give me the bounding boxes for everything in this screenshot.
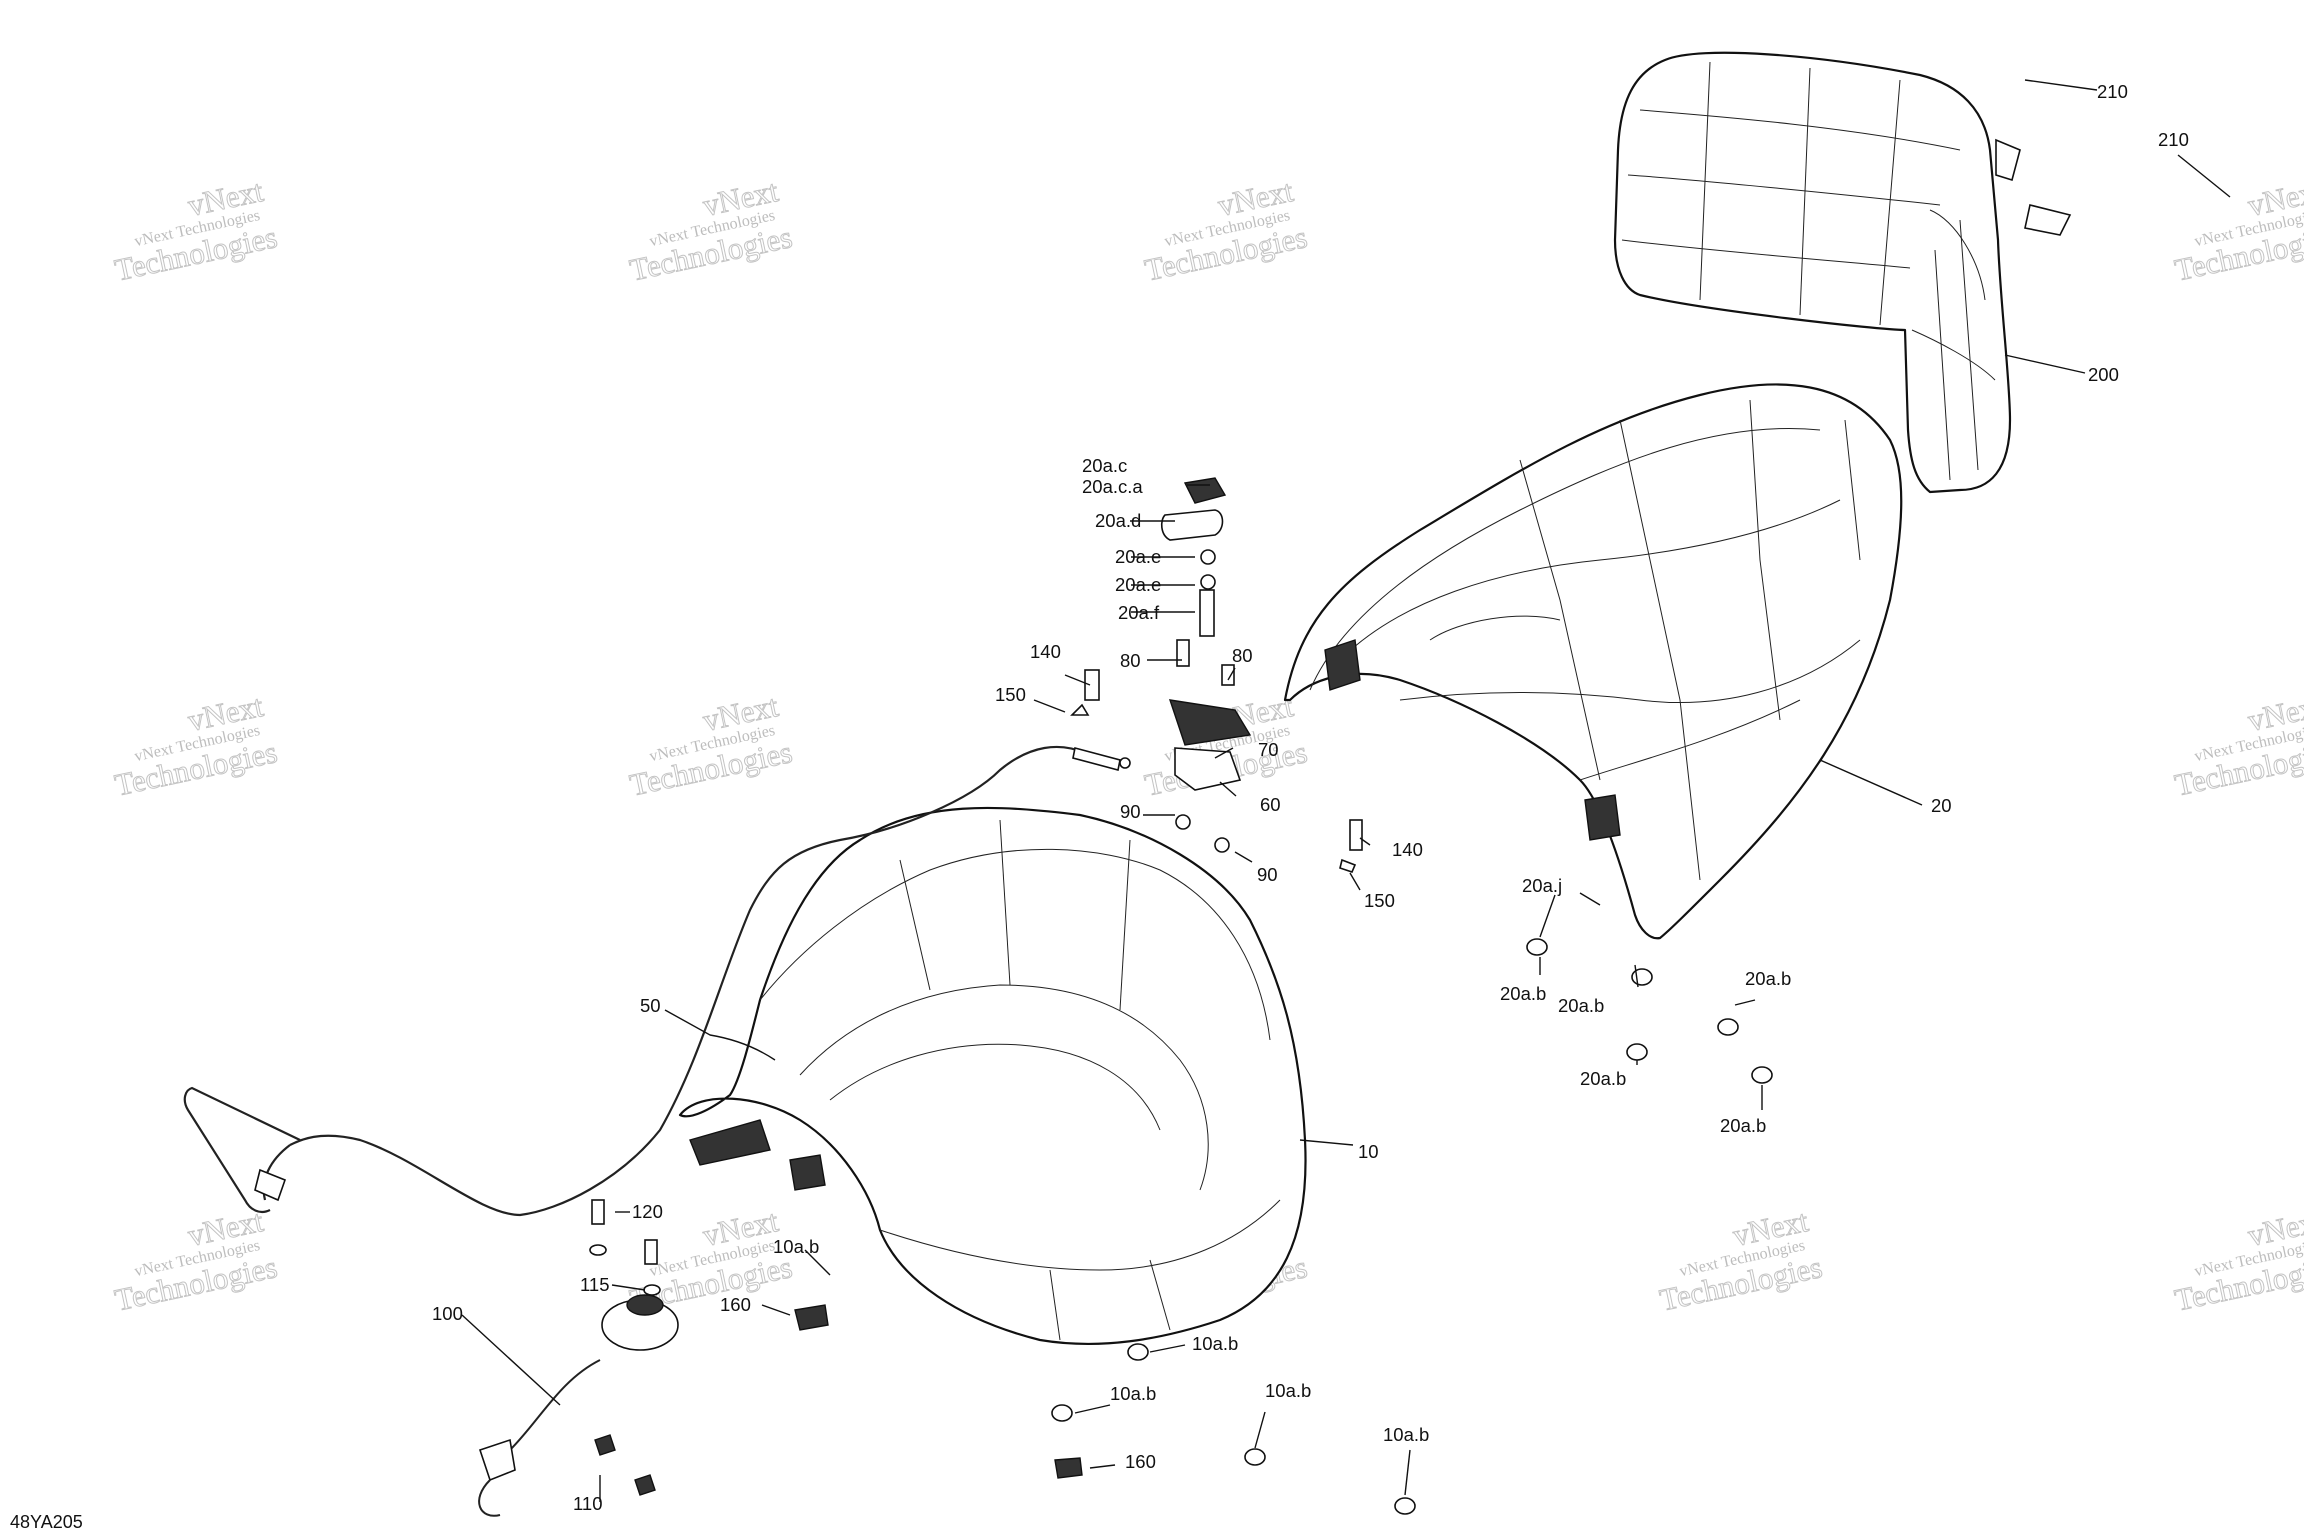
callout-100: 100 bbox=[432, 1303, 463, 1324]
callout-90-right: 90 bbox=[1257, 864, 1278, 885]
callout-90-left: 90 bbox=[1120, 801, 1141, 822]
callout-20a-e-1: 20a.e bbox=[1115, 546, 1161, 567]
callout-10a-b-5: 10a.b bbox=[1383, 1424, 1429, 1445]
callout-20a-b-1: 20a.b bbox=[1500, 983, 1546, 1004]
callout-110: 110 bbox=[573, 1493, 603, 1514]
callout-160-left: 160 bbox=[720, 1294, 751, 1315]
callout-10a-b-2: 10a.b bbox=[1192, 1333, 1238, 1354]
callout-70: 70 bbox=[1258, 739, 1279, 760]
speaker-part bbox=[478, 1199, 679, 1517]
callout-210-top: 210 bbox=[2097, 81, 2128, 102]
callout-20a-b-4: 20a.b bbox=[1580, 1068, 1626, 1089]
callout-20a-f: 20a.f bbox=[1118, 602, 1160, 623]
callout-20a-e-2: 20a.e bbox=[1115, 574, 1161, 595]
callout-80-right: 80 bbox=[1232, 645, 1253, 666]
callout-160-right: 160 bbox=[1125, 1451, 1156, 1472]
callout-115: 115 bbox=[580, 1274, 610, 1295]
wire-harness-part bbox=[183, 745, 1131, 1217]
front-seat-part bbox=[678, 806, 1307, 1346]
callout-80-left: 80 bbox=[1120, 650, 1141, 671]
drawing-id: 48YA205 bbox=[10, 1512, 83, 1532]
callout-120: 120 bbox=[632, 1201, 663, 1222]
callout-20: 20 bbox=[1931, 795, 1952, 816]
callout-150-left: 150 bbox=[995, 684, 1026, 705]
callout-140-right: 140 bbox=[1392, 839, 1423, 860]
callout-20a-j: 20a.j bbox=[1522, 875, 1562, 896]
callout-200: 200 bbox=[2088, 364, 2119, 385]
callout-20a-b-5: 20a.b bbox=[1720, 1115, 1766, 1136]
callout-10a-b-1: 10a.b bbox=[773, 1236, 819, 1257]
callout-20a-c-a: 20a.c.a bbox=[1082, 476, 1143, 497]
bumper-parts bbox=[794, 938, 1773, 1515]
callout-10a-b-3: 10a.b bbox=[1110, 1383, 1156, 1404]
callout-20a-c: 20a.c bbox=[1082, 455, 1127, 476]
backrest-part bbox=[1613, 51, 2072, 494]
callout-150-right: 150 bbox=[1364, 890, 1395, 911]
callout-20a-b-2: 20a.b bbox=[1558, 995, 1604, 1016]
callout-50: 50 bbox=[640, 995, 661, 1016]
callout-20a-b-3: 20a.b bbox=[1745, 968, 1791, 989]
leader-lines bbox=[461, 79, 2231, 1502]
callout-10: 10 bbox=[1358, 1141, 1379, 1162]
callout-10a-b-4: 10a.b bbox=[1265, 1380, 1311, 1401]
callout-60: 60 bbox=[1260, 794, 1281, 815]
callout-210-right: 210 bbox=[2158, 129, 2189, 150]
callout-140-left: 140 bbox=[1030, 641, 1061, 662]
callout-labels: 210 210 200 20a.c 20a.c.a 20a.d 20a.e 20… bbox=[432, 81, 2189, 1514]
hardware-stack bbox=[1070, 477, 1363, 873]
callout-20a-d: 20a.d bbox=[1095, 510, 1141, 531]
rear-seat-part bbox=[1283, 383, 1903, 940]
